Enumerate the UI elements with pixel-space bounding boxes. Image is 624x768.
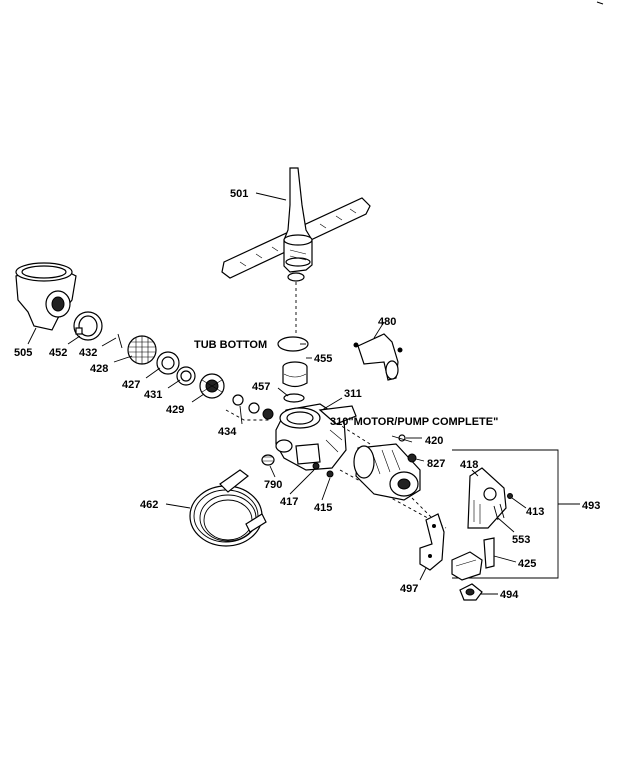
label-tub-bottom: TUB BOTTOM [194, 339, 267, 351]
label-420: 420 [425, 435, 443, 447]
part-553 [493, 503, 505, 521]
part-455 [282, 361, 308, 388]
part-494 [459, 583, 483, 601]
connect-line-b [339, 469, 447, 529]
part-457-ring [283, 393, 305, 403]
label-310: 310"MOTOR/PUMP COMPLETE" [330, 416, 498, 428]
part-827 [407, 453, 417, 463]
part-labels: 501 505 452 432 428 427 431 429 434 TUB … [14, 188, 600, 601]
leader-lines [27, 192, 527, 595]
part-420-lead-bar [391, 435, 413, 443]
label-425: 425 [518, 558, 536, 570]
motor [353, 443, 421, 501]
part-415 [326, 470, 334, 478]
label-501: 501 [230, 188, 248, 200]
group-493-bracket [452, 449, 580, 579]
part-311-pump-housing [275, 403, 357, 471]
label-418: 418 [460, 459, 478, 471]
corner-mark [596, 1, 604, 5]
label-497: 497 [400, 583, 418, 595]
tub-bottom-ring [277, 336, 309, 352]
label-455: 455 [314, 353, 332, 365]
label-434: 434 [218, 426, 237, 438]
part-434-washers [225, 394, 274, 421]
label-415: 415 [314, 502, 332, 514]
label-494: 494 [500, 589, 519, 601]
label-493: 493 [582, 500, 600, 512]
spray-arm-501 [221, 167, 371, 282]
label-413: 413 [526, 506, 544, 518]
label-428: 428 [90, 363, 108, 375]
connect-line-a [331, 419, 371, 445]
part-505-housing [15, 262, 77, 331]
part-497-bracket [419, 513, 445, 571]
part-417 [312, 462, 320, 470]
label-505: 505 [14, 347, 32, 359]
part-790 [261, 454, 275, 466]
switch-block [451, 551, 483, 581]
part-432-pin [117, 333, 123, 349]
part-431-ring [176, 366, 196, 386]
label-790: 790 [264, 479, 282, 491]
label-429: 429 [166, 404, 184, 416]
part-462-hose [189, 469, 267, 547]
label-457: 457 [252, 381, 270, 393]
label-427: 427 [122, 379, 140, 391]
label-553: 553 [512, 534, 530, 546]
part-418-bracket [467, 467, 507, 529]
part-425-clip [483, 537, 495, 569]
label-462: 462 [140, 499, 158, 511]
part-452-clamp [73, 311, 103, 341]
part-413 [507, 493, 513, 499]
part-480-duct [353, 333, 403, 381]
label-311: 311 [344, 388, 362, 400]
label-417: 417 [280, 496, 298, 508]
label-431: 431 [144, 389, 162, 401]
part-429-impeller [199, 373, 225, 399]
label-452: 452 [49, 347, 67, 359]
label-432: 432 [79, 347, 97, 359]
label-480: 480 [378, 316, 396, 328]
label-827: 827 [427, 458, 445, 470]
part-427-ring [156, 351, 180, 375]
part-428-filter [127, 335, 157, 365]
